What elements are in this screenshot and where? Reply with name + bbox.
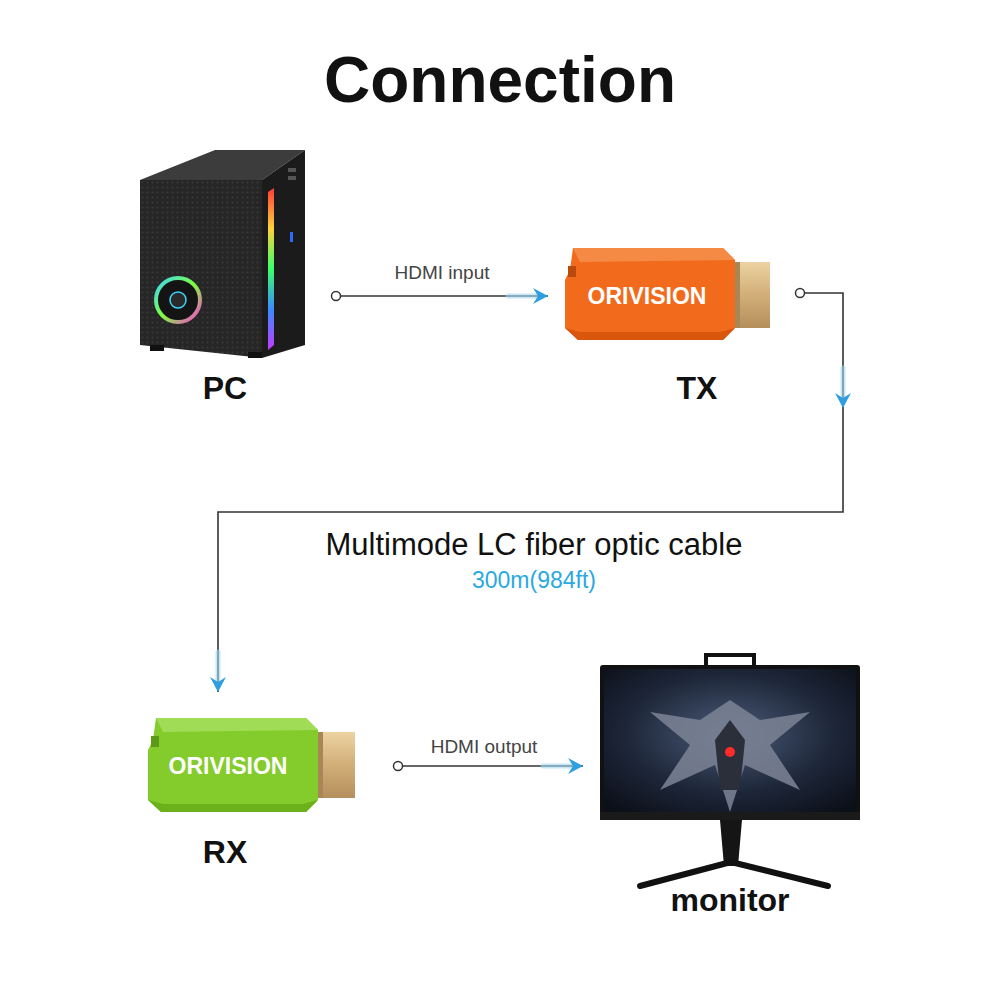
- arrow-head: [533, 288, 548, 304]
- arrow-head: [835, 393, 851, 408]
- node-label: PC: [125, 370, 325, 407]
- connector-line: [336, 295, 548, 297]
- arrow-glow: [841, 368, 846, 398]
- connector-end-dot: [796, 289, 805, 298]
- arrow-glow: [508, 294, 538, 299]
- pc-node: PC: [114, 145, 336, 410]
- pc-tower: [140, 150, 305, 358]
- connector-end-dot: [332, 292, 341, 301]
- distance-note: 300m(984ft): [384, 567, 684, 593]
- connector-line: [398, 765, 583, 767]
- brand-text: ORIVISION: [143, 753, 313, 779]
- arrow-head: [568, 758, 583, 774]
- connector-end-dot: [394, 762, 403, 771]
- arrow-head: [210, 677, 226, 692]
- receiver-node: ORIVISIONRX: [140, 692, 398, 882]
- monitor-illustration: [600, 655, 860, 886]
- edge-label: HDMI output: [374, 736, 594, 758]
- connector-line: [218, 293, 843, 692]
- diagram-title: Connection: [200, 44, 800, 118]
- connector: [332, 288, 549, 304]
- arrow-glow: [543, 764, 573, 769]
- node-label: RX: [125, 834, 325, 871]
- arrow-glow: [216, 652, 221, 682]
- monitor-node: monitor: [583, 660, 873, 925]
- edge-label: HDMI input: [332, 262, 552, 284]
- node-label: TX: [597, 370, 797, 407]
- node-label: monitor: [600, 882, 860, 919]
- transmitter-node: ORIVISION TX: [548, 240, 800, 410]
- brand-text: ORIVISION: [562, 283, 732, 309]
- connector: [394, 758, 584, 774]
- connector: [210, 289, 851, 693]
- edge-label: Multimode LC fiber optic cable: [214, 527, 854, 563]
